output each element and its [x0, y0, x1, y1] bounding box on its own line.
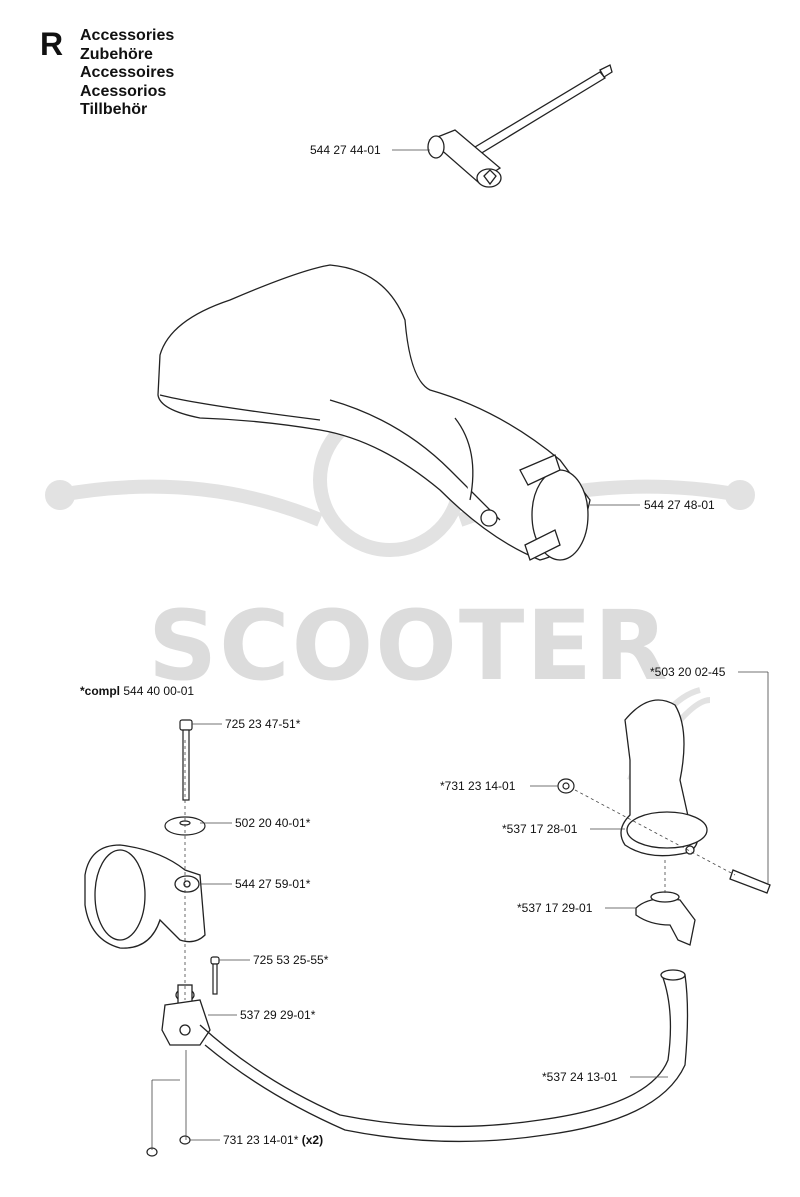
screw-short — [210, 956, 220, 995]
callout-lines — [151, 149, 769, 1150]
section-titles: Accessories Zubehöre Accessoires Acessor… — [80, 27, 174, 120]
clamp — [84, 844, 206, 949]
part-label-compl: *compl 544 40 00-01 — [80, 684, 194, 698]
watermark-text: SCOOTER — [148, 590, 670, 702]
title-de: Zubehöre — [80, 45, 153, 63]
part-label-clamp: 544 27 59-01* — [235, 877, 311, 891]
part-label-grip: *537 17 28-01 — [502, 822, 578, 836]
part-label-bracket: 537 29 29-01* — [240, 1008, 316, 1022]
compl-prefix: *compl — [80, 684, 121, 698]
handle-bar — [199, 969, 689, 1143]
part-label-bolt-grip: *503 20 02-45 — [650, 665, 726, 679]
handle-bracket — [161, 984, 211, 1046]
title-pt: Acessorios — [80, 82, 167, 100]
compl-number: 544 40 00-01 — [123, 684, 195, 698]
section-letter: R — [40, 26, 64, 62]
part-label-nut-x2: 731 23 14-01* (x2) — [223, 1133, 323, 1147]
nut-quantity: (x2) — [301, 1133, 324, 1147]
t-wrench-tool — [427, 64, 613, 188]
part-label-bolt-long: 725 23 47-51* — [225, 717, 301, 731]
part-label-handle-bar: *537 24 13-01 — [542, 1070, 618, 1084]
part-label-grip-clamp: *537 17 29-01 — [517, 901, 593, 915]
grip-clamp — [635, 891, 696, 946]
part-label-nut-grip: *731 23 14-01 — [440, 779, 516, 793]
title-fr: Accessoires — [80, 64, 175, 81]
nut-number: 731 23 14-01* — [223, 1133, 299, 1147]
title-sv: Tillbehör — [80, 101, 148, 118]
title-en: Accessories — [80, 27, 175, 44]
part-label-shoulder-pad: 544 27 48-01 — [644, 498, 715, 512]
bolt-long — [179, 719, 193, 801]
grip-handle — [620, 699, 771, 894]
part-label-t-wrench: 544 27 44-01 — [310, 143, 381, 157]
part-label-screw-short: 725 53 25-55* — [253, 953, 329, 967]
part-label-washer: 502 20 40-01* — [235, 816, 311, 830]
shoulder-pad — [157, 264, 591, 561]
